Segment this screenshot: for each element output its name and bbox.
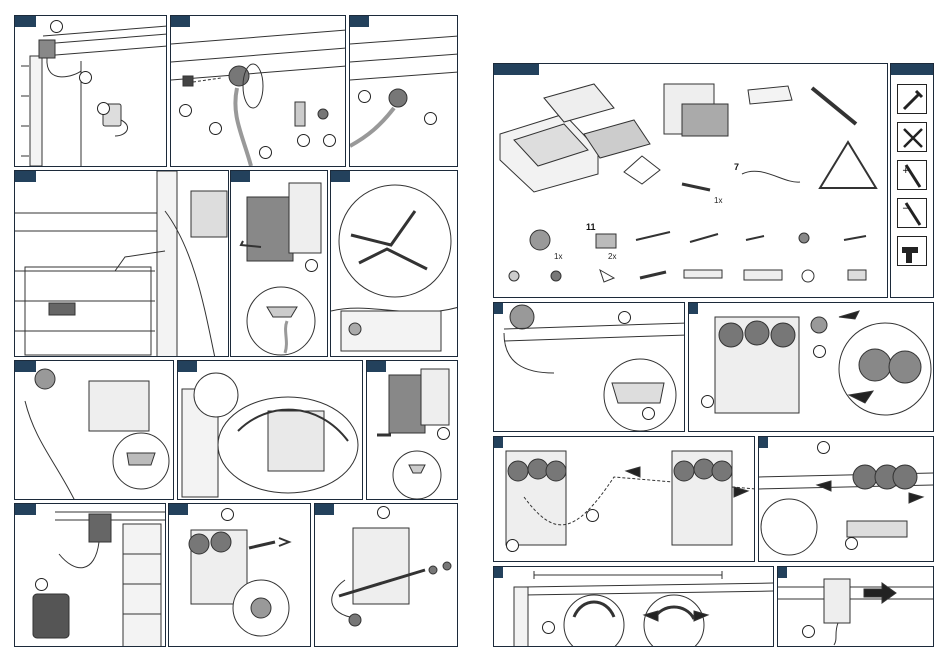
step-panel-16: [758, 436, 934, 562]
svg-text:−: −: [902, 204, 910, 214]
callout-marker: [424, 112, 437, 125]
callout-marker: [50, 20, 63, 33]
svg-text:+: +: [902, 166, 910, 176]
callout-marker: [642, 407, 655, 420]
illustration-shaft-assembly: [315, 504, 458, 647]
illustration-remote-connection: [15, 504, 166, 647]
power-drill-icon: [897, 236, 927, 266]
callout-marker: [358, 90, 371, 103]
panel-header-tag: [890, 63, 934, 75]
step-panel-9: [366, 360, 458, 500]
step-panel-13: [493, 302, 685, 432]
quantity-label: 1x: [554, 252, 562, 261]
step-panel-3: [349, 15, 458, 167]
callout-marker: [179, 104, 192, 117]
callout-marker: [542, 621, 555, 634]
callout-marker: [586, 509, 599, 522]
illustration-chain-rail: [494, 303, 685, 432]
part-number-label: 11: [586, 222, 596, 232]
callout-marker: [209, 122, 222, 135]
callout-marker: [701, 395, 714, 408]
step-panel-5: [230, 170, 328, 357]
illustration-roller-removal: [689, 303, 934, 432]
pliers-icon: [897, 122, 927, 152]
callout-marker: [618, 311, 631, 324]
callout-marker: [802, 625, 815, 638]
step-panel-6: [330, 170, 458, 357]
illustration-chain-detail: [15, 361, 174, 500]
callout-marker: [506, 539, 519, 552]
quantity-label: 1x: [714, 196, 722, 205]
callout-marker: [35, 578, 48, 591]
step-panel-2: [170, 15, 346, 167]
step-panel-7: [14, 360, 174, 500]
callout-marker: [437, 427, 450, 440]
callout-marker: [297, 134, 310, 147]
step-panel-11: [168, 503, 311, 647]
step-panel-1: [14, 15, 167, 167]
callout-marker: [79, 71, 92, 84]
step-panel-12: [314, 503, 458, 647]
illustration-pin-removal: [169, 504, 311, 647]
illustration-bolt-bracket: [171, 16, 346, 167]
illustration-chain-tension: [494, 567, 774, 647]
callout-marker: [817, 441, 830, 454]
illustration-final-position: [778, 567, 934, 647]
callout-marker: [221, 508, 234, 521]
step-panel-15: [493, 436, 755, 562]
step-panel-18: [777, 566, 934, 647]
illustration-pliers-cut: [331, 171, 458, 357]
illustration-wall-wiring: [15, 171, 229, 357]
callout-marker: [259, 146, 272, 159]
phillips-screwdriver-icon: +: [897, 160, 927, 190]
step-panel-14: [688, 302, 934, 432]
illustration-chain-threading: [494, 437, 755, 562]
parts-overview-panel: 7 11 1x 1x 2x: [493, 63, 888, 298]
tools-panel: + −: [890, 63, 934, 298]
illustration-opener-cable: [15, 16, 167, 167]
callout-marker: [813, 345, 826, 358]
callout-marker: [97, 102, 110, 115]
quantity-label: 2x: [608, 252, 616, 261]
step-panel-4: [14, 170, 229, 357]
flat-screwdriver-icon: −: [897, 198, 927, 228]
callout-marker: [323, 134, 336, 147]
callout-marker: [305, 259, 318, 272]
wrench-icon: [897, 84, 927, 114]
illustration-cable-routing: [178, 361, 363, 500]
step-panel-10: [14, 503, 166, 647]
step-panel-8: [177, 360, 363, 500]
parts-illustrations: [494, 64, 888, 298]
callout-marker: [845, 537, 858, 550]
step-panel-17: [493, 566, 774, 647]
part-number-label: 7: [734, 162, 739, 172]
callout-marker: [377, 506, 390, 519]
